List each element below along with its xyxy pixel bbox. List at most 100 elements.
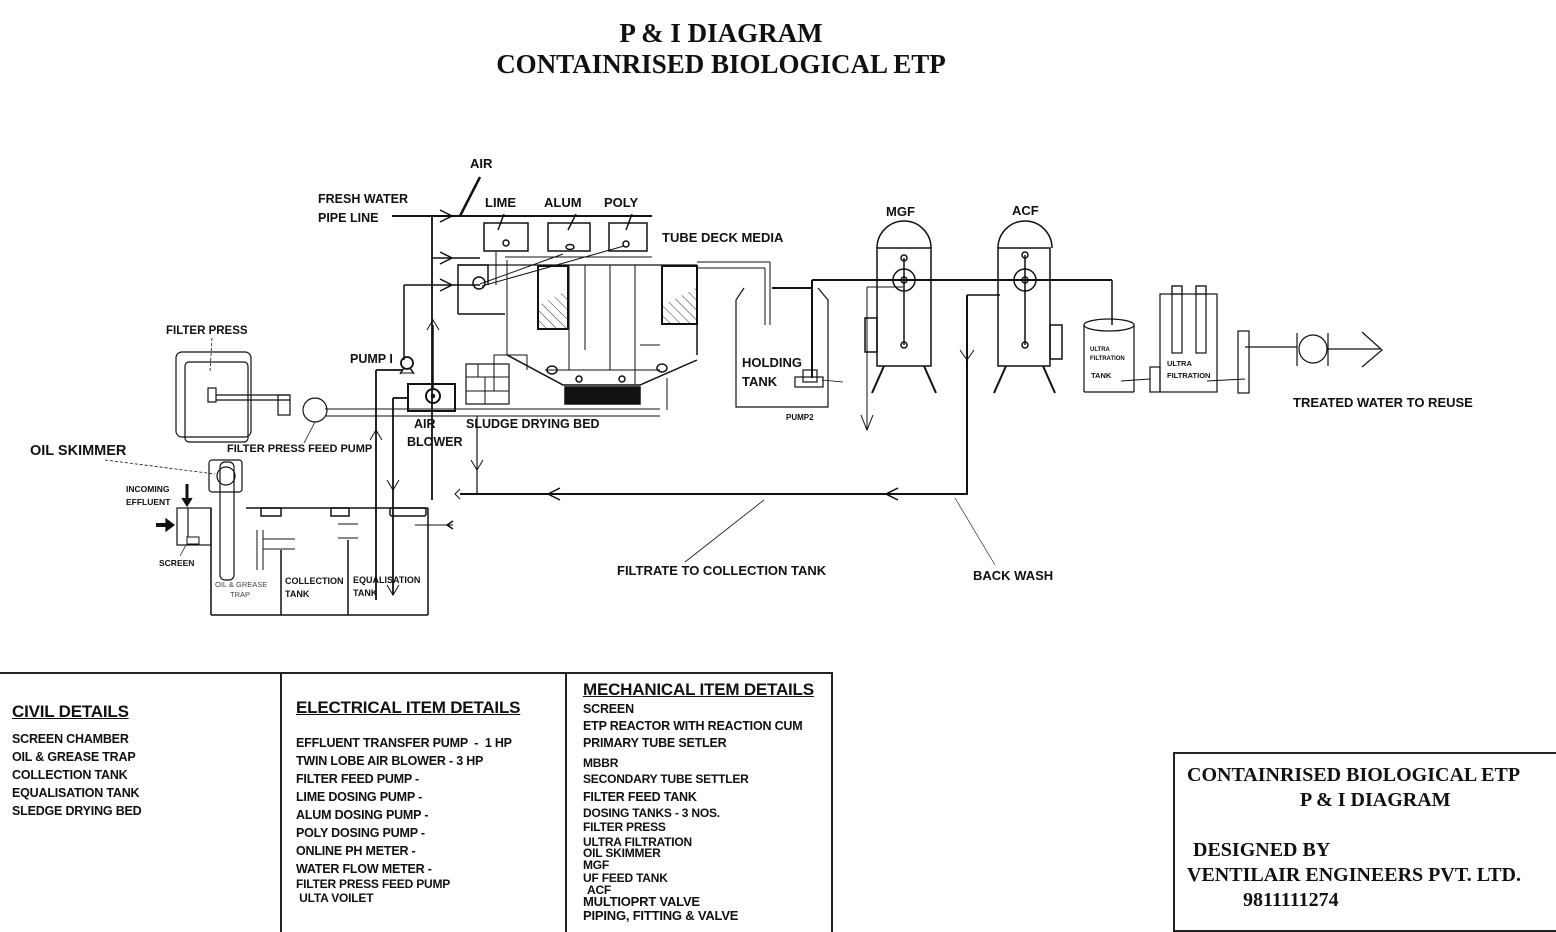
label-back-wash: BACK WASH	[973, 568, 1053, 583]
list-item: UF FEED TANK	[583, 871, 668, 885]
label-tube-deck-media: TUBE DECK MEDIA	[662, 230, 784, 245]
label-effluent: EFFLUENT	[126, 497, 171, 507]
title-block-company: VENTILAIR ENGINEERS PVT. LTD.	[1187, 864, 1521, 886]
label-mgf: MGF	[886, 204, 915, 219]
label-equalisation-2: TANK	[353, 588, 378, 598]
fresh-water-pipeline	[392, 209, 652, 500]
alum-dosing-tank	[547, 213, 591, 252]
secondary-tube-settler	[661, 265, 698, 325]
title-block-drawing-type: P & I DIAGRAM	[1300, 789, 1451, 811]
pump-1	[399, 356, 415, 375]
list-item: OIL & GREASE TRAP	[12, 750, 136, 764]
electrical-heading: ELECTRICAL ITEM DETAILS	[296, 698, 521, 717]
diagram-title: P & I DIAGRAM	[619, 18, 823, 48]
label-oil-grease-1: OIL & GREASE	[215, 580, 267, 589]
list-item: SLEDGE DRYING BED	[12, 804, 142, 818]
label-alum: ALUM	[544, 195, 582, 210]
label-filter-press-feed-pump: FILTER PRESS FEED PUMP	[227, 443, 372, 455]
label-collection-1: COLLECTION	[285, 576, 344, 586]
sludge-holding-bed	[564, 386, 641, 405]
title-block: CONTAINRISED BIOLOGICAL ETP P & I DIAGRA…	[1173, 752, 1556, 932]
label-collection-2: TANK	[285, 589, 310, 599]
label-oil-grease-2: TRAP	[230, 590, 250, 599]
label-air-blower-2: BLOWER	[407, 435, 463, 449]
filter-press	[175, 337, 291, 443]
acf-vessel	[993, 220, 1063, 394]
title-block-phone: 9811111274	[1243, 889, 1339, 911]
pid-diagram: AIR FRESH WATER PIPE LINE LIME ALUM POLY…	[30, 156, 1473, 616]
label-filtrate: FILTRATE TO COLLECTION TANK	[617, 563, 827, 578]
label-uf-unit-2: FILTRATION	[1167, 371, 1210, 380]
label-poly: POLY	[604, 195, 639, 210]
sludge-line	[325, 408, 660, 417]
lime-dosing-tank	[483, 213, 529, 252]
poly-dosing-tank	[608, 213, 648, 252]
electrical-list: EFFLUENT TRANSFER PUMP - 1 HP TWIN LOBE …	[296, 734, 565, 905]
list-item: FILTER FEED PUMP -	[296, 772, 420, 786]
label-uf-tank-3: TANK	[1091, 371, 1112, 380]
label-filter-press: FILTER PRESS	[166, 325, 248, 337]
ultra-filtration-unit	[1149, 285, 1246, 393]
list-item: COLLECTION TANK	[12, 768, 128, 782]
mgf-acf-feed-line	[812, 279, 1113, 494]
title-block-project: CONTAINRISED BIOLOGICAL ETP	[1187, 764, 1521, 786]
list-item: EFFLUENT TRANSFER PUMP - 1 HP	[296, 736, 512, 750]
civil-details-panel: CIVIL DETAILS SCREEN CHAMBER OIL & GREAS…	[0, 672, 282, 932]
air-line	[458, 176, 482, 217]
list-item: SCREEN	[583, 702, 634, 716]
label-uf-tank-1: ULTRA	[1090, 347, 1111, 353]
label-sludge-drying-bed: SLUDGE DRYING BED	[466, 417, 600, 431]
screen-chamber	[156, 484, 212, 557]
list-item: MBBR	[583, 756, 619, 770]
label-incoming: INCOMING	[126, 484, 170, 494]
label-pipe-line: PIPE LINE	[318, 211, 378, 225]
label-screen: SCREEN	[159, 558, 194, 568]
label-uf-unit-1: ULTRA	[1167, 359, 1192, 368]
label-pump-2: PUMP2	[786, 413, 814, 422]
diagram-labels: AIR FRESH WATER PIPE LINE LIME ALUM POLY…	[30, 156, 1473, 599]
list-item: LIME DOSING PUMP -	[296, 790, 423, 804]
label-uf-tank-2: FILTRATION	[1090, 356, 1125, 362]
list-item: WATER FLOW METER -	[296, 862, 432, 876]
list-item: ETP REACTOR WITH REACTION CUM	[583, 719, 803, 733]
sludge-drying-bed	[465, 354, 528, 405]
mechanical-details-panel: MECHANICAL ITEM DETAILS SCREEN ETP REACT…	[567, 672, 833, 932]
filtrate-return-line	[454, 487, 996, 566]
mgf-vessel	[864, 220, 937, 394]
list-item: FILTER FEED TANK	[583, 790, 697, 804]
label-treated-water: TREATED WATER TO REUSE	[1293, 395, 1473, 410]
diagram-subtitle: CONTAINRISED BIOLOGICAL ETP	[496, 49, 946, 79]
collection-tank-structure	[210, 507, 454, 616]
holding-tank	[735, 280, 844, 408]
label-lime: LIME	[485, 195, 516, 210]
list-item: MULTIOPRT VALVE	[583, 894, 700, 909]
list-item: ALUM DOSING PUMP -	[296, 808, 429, 822]
label-oil-skimmer: OIL SKIMMER	[30, 443, 127, 459]
list-item: POLY DOSING PUMP -	[296, 826, 425, 840]
label-air-blower-1: AIR	[414, 417, 436, 431]
list-item: PRIMARY TUBE SETLER	[583, 736, 727, 750]
reactor-outlet	[666, 261, 771, 410]
label-acf: ACF	[1012, 203, 1039, 218]
electrical-details-panel: ELECTRICAL ITEM DETAILS EFFLUENT TRANSFE…	[282, 672, 567, 932]
label-holding: HOLDING	[742, 355, 802, 370]
process-lines-down	[369, 369, 484, 600]
list-item: ONLINE PH METER -	[296, 844, 416, 858]
list-item: MGF	[583, 858, 610, 872]
treated-water-outlet	[1237, 330, 1383, 394]
primary-tube-settler	[537, 265, 569, 330]
list-item: TWIN LOBE AIR BLOWER - 3 HP	[296, 754, 484, 768]
list-item: OIL SKIMMER	[583, 846, 661, 860]
civil-heading: CIVIL DETAILS	[12, 702, 129, 721]
list-item: FILTER PRESS FEED PUMP	[296, 877, 451, 891]
mechanical-list: SCREEN ETP REACTOR WITH REACTION CUM PRI…	[583, 701, 831, 924]
label-holding-tank: TANK	[742, 374, 778, 389]
list-item: SECONDARY TUBE SETTLER	[583, 772, 749, 786]
list-item: PIPING, FITTING & VALVE	[583, 908, 739, 923]
label-equalisation-1: EQUALISATION	[353, 575, 420, 585]
title-block-designed-by: DESIGNED BY	[1193, 839, 1331, 861]
filter-press-feed-pump	[302, 397, 328, 444]
reaction-tank	[457, 264, 505, 315]
list-item: ULTA VOILET	[296, 890, 374, 905]
uf-feed-tank	[1083, 318, 1151, 393]
